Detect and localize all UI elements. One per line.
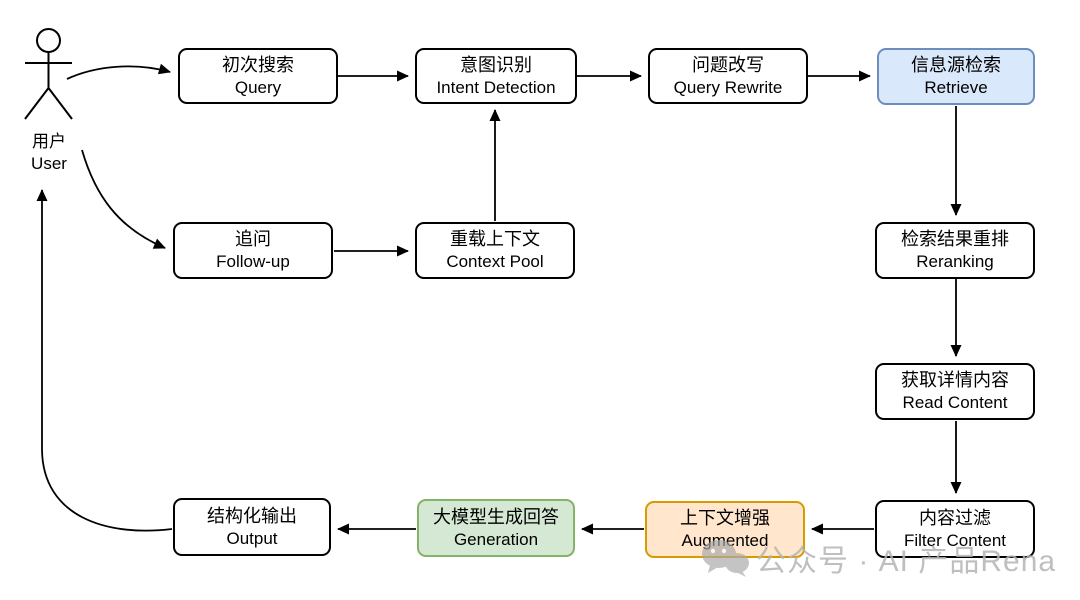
node-generation: 大模型生成回答 Generation	[417, 499, 575, 557]
node-output-label-en: Output	[226, 528, 278, 548]
node-reranking-label-en: Reranking	[916, 252, 994, 271]
node-retrieve: 信息源检索 Retrieve	[877, 48, 1035, 105]
node-intent-label-en: Intent Detection	[436, 77, 556, 97]
node-filter-label-en: Filter Content	[903, 530, 1007, 550]
node-reranking-label-zh: 检索结果重排	[901, 229, 1009, 249]
arrow-user-to-followup	[81, 149, 166, 249]
node-query: 初次搜索 Query	[178, 48, 338, 104]
user-actor-label: 用户 User	[8, 131, 90, 175]
node-intent-detection: 意图识别 Intent Detection	[415, 48, 577, 104]
node-retrieve-label-en: Retrieve	[924, 78, 988, 97]
node-filter-content: 内容过滤 Filter Content	[875, 500, 1035, 558]
node-output: 结构化输出 Output	[173, 498, 331, 556]
node-retrieve-label-zh: 信息源检索	[911, 55, 1001, 75]
node-augmented: 上下文增强 Augmented	[645, 501, 805, 558]
node-generation-label-en: Generation	[453, 529, 539, 549]
user-label-en: User	[31, 154, 67, 173]
node-read-content: 获取详情内容 Read Content	[875, 363, 1035, 420]
node-intent-label-zh: 意图识别	[460, 54, 532, 75]
node-augmented-label-zh: 上下文增强	[680, 508, 770, 528]
user-actor-icon	[24, 28, 73, 120]
node-query-rewrite: 问题改写 Query Rewrite	[648, 48, 808, 104]
arrow-user-to-query	[66, 63, 171, 80]
node-query-label-en: Query	[234, 77, 282, 97]
node-context-pool: 重载上下文 Context Pool	[415, 222, 575, 279]
node-output-label-zh: 结构化输出	[207, 505, 297, 526]
node-reranking: 检索结果重排 Reranking	[875, 222, 1035, 279]
node-followup-label-zh: 追问	[235, 229, 271, 249]
node-readcontent-label-zh: 获取详情内容	[901, 370, 1009, 390]
arrow-output-to-user	[36, 189, 173, 532]
node-contextpool-label-en: Context Pool	[446, 252, 544, 271]
node-readcontent-label-en: Read Content	[902, 393, 1008, 412]
node-contextpool-label-zh: 重载上下文	[450, 229, 540, 249]
node-query-label-zh: 初次搜索	[222, 54, 294, 75]
node-followup-label-en: Follow-up	[216, 252, 290, 271]
node-generation-label-zh: 大模型生成回答	[433, 506, 559, 527]
user-label-zh: 用户	[32, 132, 66, 151]
node-augmented-label-en: Augmented	[681, 531, 769, 550]
node-filter-label-zh: 内容过滤	[919, 507, 991, 528]
node-rewrite-label-en: Query Rewrite	[673, 77, 783, 97]
node-rewrite-label-zh: 问题改写	[692, 54, 764, 75]
node-followup: 追问 Follow-up	[173, 222, 333, 279]
